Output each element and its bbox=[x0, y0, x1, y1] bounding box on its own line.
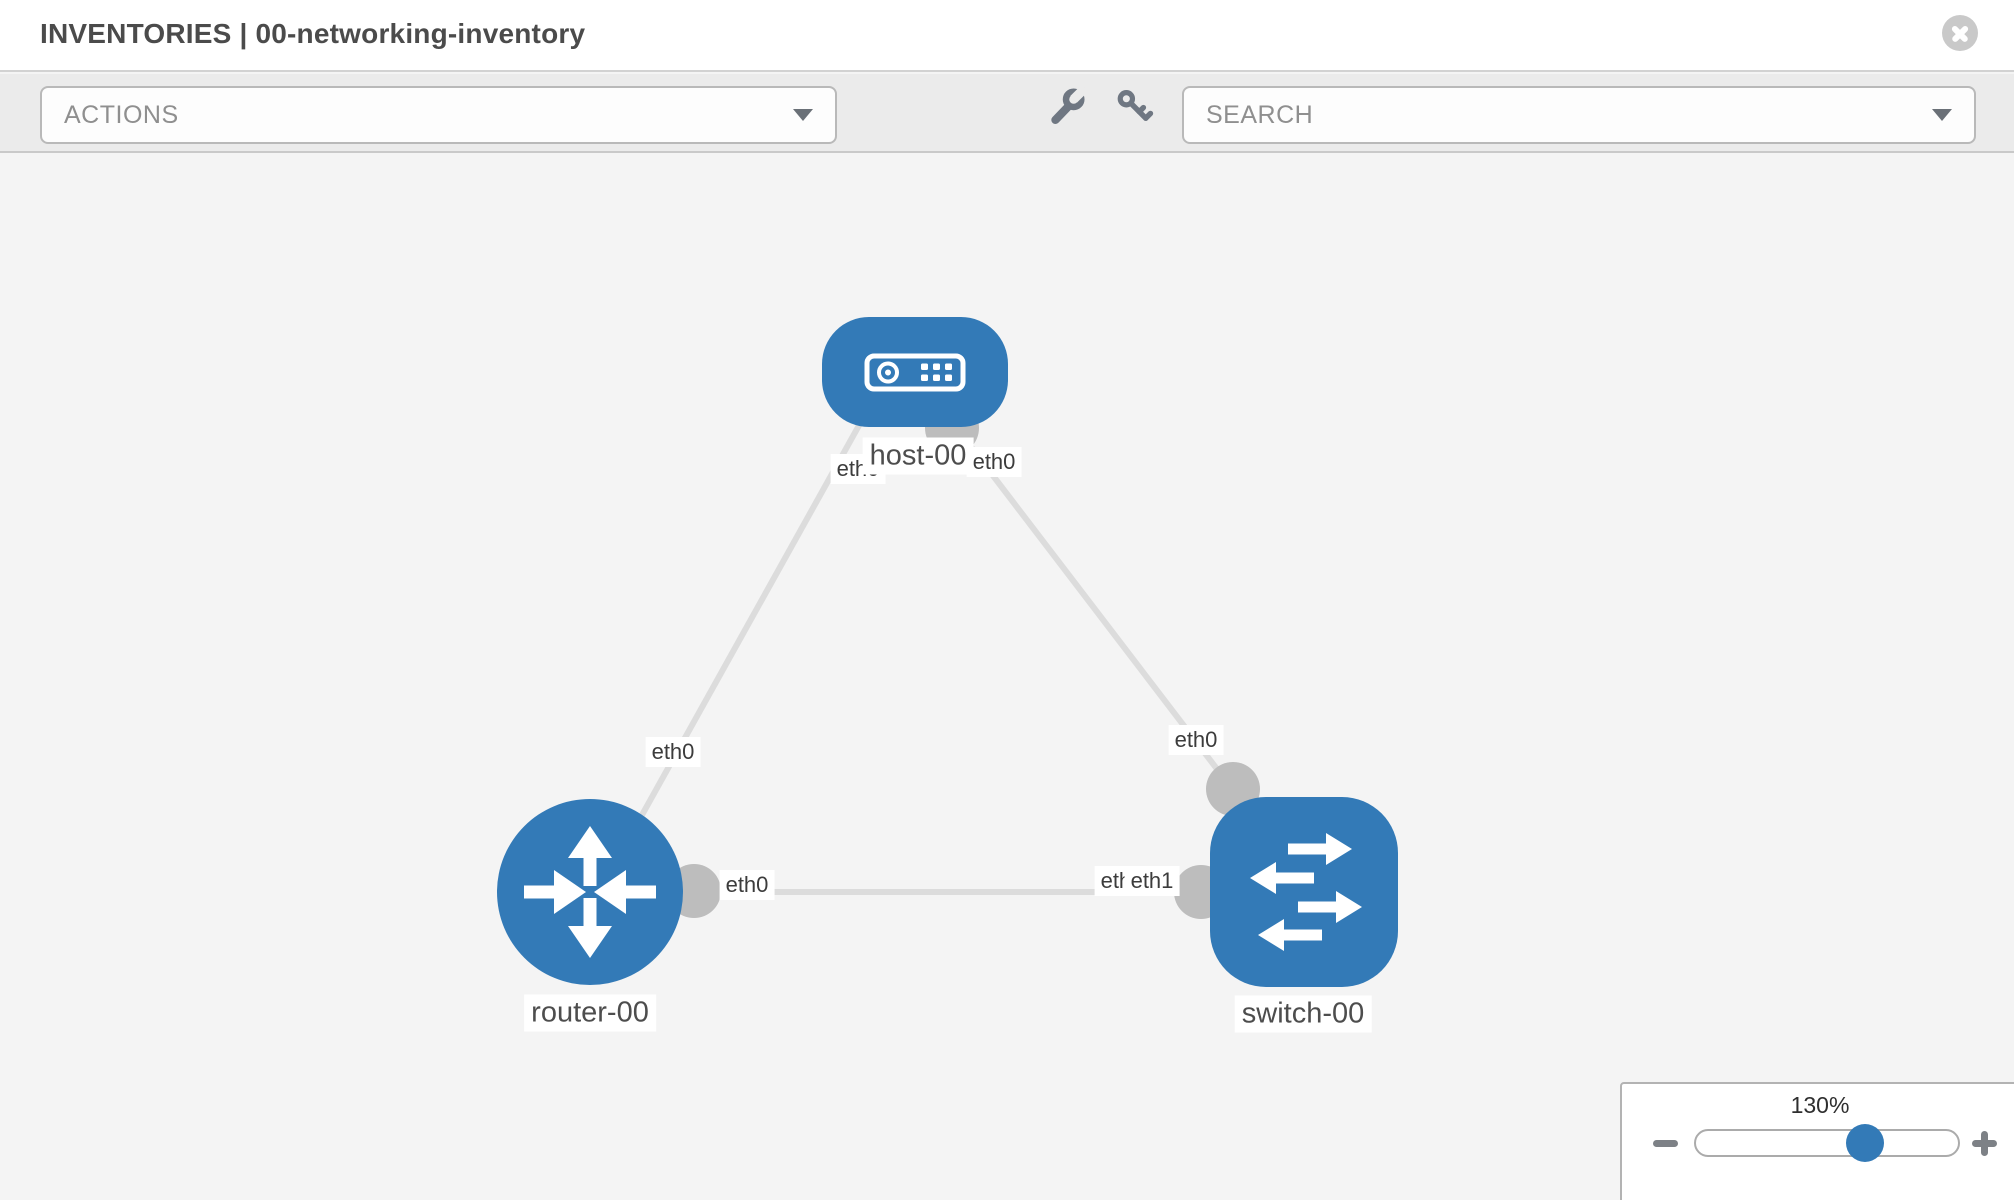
zoom-slider-track[interactable] bbox=[1694, 1129, 1960, 1157]
iface-label-router-eth0-right: eth0 bbox=[719, 870, 775, 900]
node-label-switch: switch-00 bbox=[1234, 995, 1372, 1033]
iface-label-router-eth0-up: eth0 bbox=[645, 737, 701, 767]
zoom-out-button[interactable] bbox=[1653, 1140, 1678, 1147]
caret-down-icon bbox=[793, 109, 813, 121]
search-dropdown[interactable]: SEARCH bbox=[1182, 86, 1976, 144]
toolbar: ACTIONS SEARCH bbox=[0, 74, 2014, 153]
wrench-icon bbox=[1051, 84, 1089, 125]
search-dropdown-label: SEARCH bbox=[1206, 100, 1314, 129]
iface-label-switch-eth0-top: eth0 bbox=[1168, 725, 1224, 755]
iface-label-switch-eth1-left: eth1 bbox=[1124, 866, 1180, 896]
iface-label-host-eth0-right: eth0 bbox=[966, 447, 1022, 477]
plus-icon bbox=[1981, 1131, 1988, 1156]
zoom-control-panel: 130% bbox=[1620, 1082, 2014, 1200]
switch-arrows-icon bbox=[1250, 833, 1362, 951]
zoom-level-value: 130% bbox=[1790, 1092, 1850, 1118]
configure-tools-button[interactable] bbox=[1046, 84, 1089, 127]
credentials-key-button[interactable] bbox=[1114, 87, 1154, 127]
actions-dropdown[interactable]: ACTIONS bbox=[40, 86, 837, 144]
page-title: INVENTORIES | 00-networking-inventory bbox=[40, 18, 586, 49]
caret-down-icon bbox=[1932, 109, 1952, 121]
close-button[interactable] bbox=[1942, 15, 1978, 51]
node-host-00[interactable] bbox=[822, 317, 1008, 427]
node-router-00[interactable] bbox=[497, 799, 683, 985]
router-arrows-icon bbox=[524, 826, 656, 958]
zoom-slider-thumb[interactable] bbox=[1846, 1124, 1884, 1162]
actions-dropdown-label: ACTIONS bbox=[64, 100, 179, 129]
header-bar: INVENTORIES | 00-networking-inventory bbox=[0, 0, 2014, 72]
host-server-icon bbox=[864, 353, 966, 392]
node-switch-00[interactable] bbox=[1210, 797, 1398, 987]
node-label-host: host-00 bbox=[862, 437, 974, 475]
node-label-router: router-00 bbox=[524, 994, 656, 1032]
zoom-in-button[interactable] bbox=[1972, 1131, 1997, 1156]
key-icon bbox=[1117, 90, 1154, 121]
